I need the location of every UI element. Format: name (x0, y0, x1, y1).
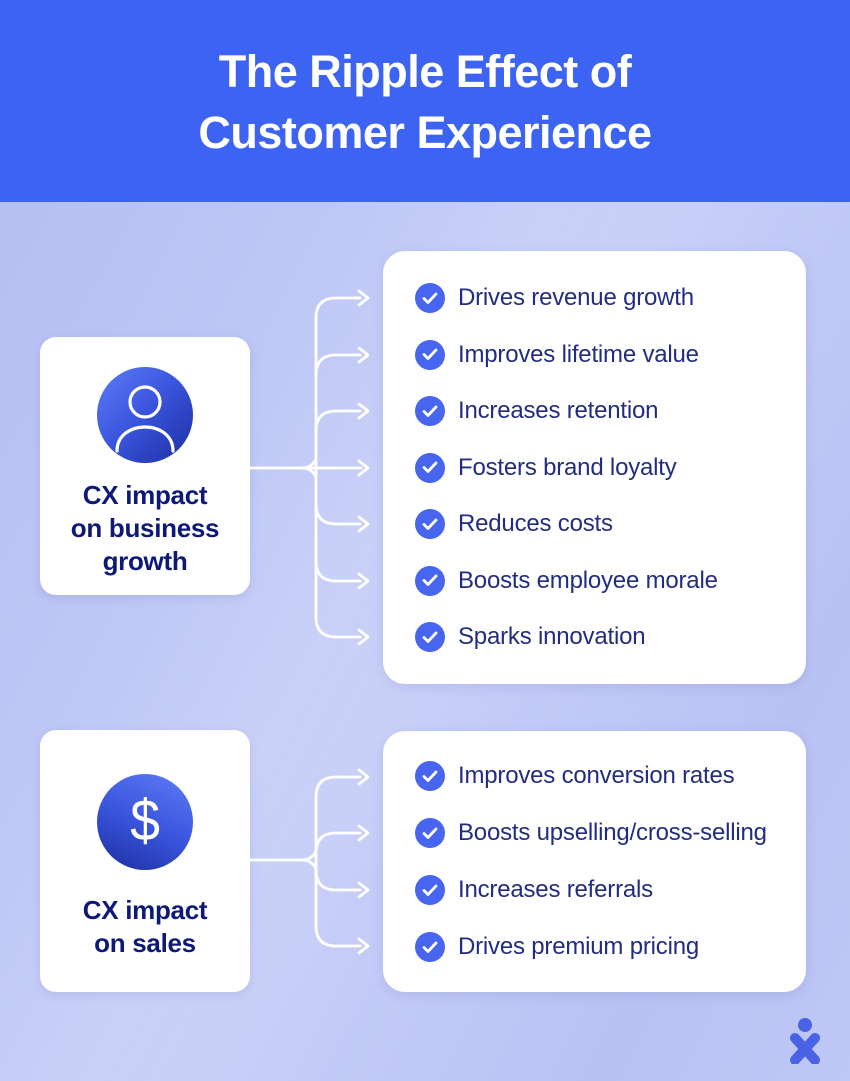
list-item-label: Fosters brand loyalty (458, 453, 677, 481)
card-label-line-1: CX impact (82, 480, 208, 510)
card-cx-business-growth: CX impact on business growth (40, 337, 250, 595)
check-icon (415, 339, 445, 370)
dollar-glyph: $ (130, 788, 160, 853)
list-item-label: Sparks innovation (458, 623, 646, 650)
list-item-label: Increases referrals (458, 876, 653, 903)
list-item: Improves lifetime value (415, 339, 778, 370)
check-icon (415, 932, 445, 962)
card-label-line-2: on business (70, 513, 220, 543)
list-item: Fosters brand loyalty (415, 452, 778, 483)
card-cx-sales: $ CX impact on sales (40, 730, 250, 992)
list-item: Improves conversion rates (415, 761, 778, 791)
brand-x-logo (790, 1018, 820, 1064)
list-item: Drives revenue growth (415, 283, 778, 313)
list-item: Drives premium pricing (415, 932, 778, 962)
person-icon (97, 367, 193, 463)
check-icon (415, 396, 445, 426)
check-icon (415, 565, 445, 596)
check-icon (415, 452, 445, 483)
list-item: Boosts employee morale (415, 565, 778, 596)
list-item-label: Drives premium pricing (458, 933, 699, 960)
check-icon (415, 283, 445, 313)
list-item-label: Boosts employee morale (458, 566, 718, 594)
page-title-line-1: The Ripple Effect of (218, 46, 632, 97)
card-label: CX impact on business growth (70, 479, 220, 578)
check-icon (415, 818, 445, 848)
list-item: Increases retention (415, 396, 778, 426)
branch-arrows-business-growth (248, 289, 370, 646)
card-label-line-2: on sales (94, 928, 196, 958)
dollar-icon: $ (97, 774, 193, 870)
branch-arrows-sales (248, 768, 370, 955)
check-icon (415, 509, 445, 539)
list-item-label: Drives revenue growth (458, 284, 694, 311)
list-item-label: Increases retention (458, 397, 659, 424)
list-item-label: Boosts upselling/cross-selling (458, 819, 767, 846)
check-icon (415, 761, 445, 791)
card-label: CX impact on sales (82, 894, 208, 960)
header-banner: The Ripple Effect of Customer Experience (0, 0, 850, 202)
checklist-business-growth: Drives revenue growth Improves lifetime … (383, 251, 806, 684)
list-item-label: Improves conversion rates (458, 762, 735, 789)
list-item: Sparks innovation (415, 622, 778, 652)
card-label-line-3: growth (102, 546, 188, 576)
list-item-label: Reduces costs (458, 510, 613, 537)
list-item: Boosts upselling/cross-selling (415, 818, 778, 848)
list-item-label: Improves lifetime value (458, 340, 699, 368)
list-item: Increases referrals (415, 875, 778, 905)
check-icon (415, 875, 445, 905)
checklist-sales: Improves conversion rates Boosts upselli… (383, 731, 806, 992)
card-label-line-1: CX impact (82, 895, 208, 925)
check-icon (415, 622, 445, 652)
list-item: Reduces costs (415, 509, 778, 539)
page-title-line-2: Customer Experience (198, 107, 652, 158)
